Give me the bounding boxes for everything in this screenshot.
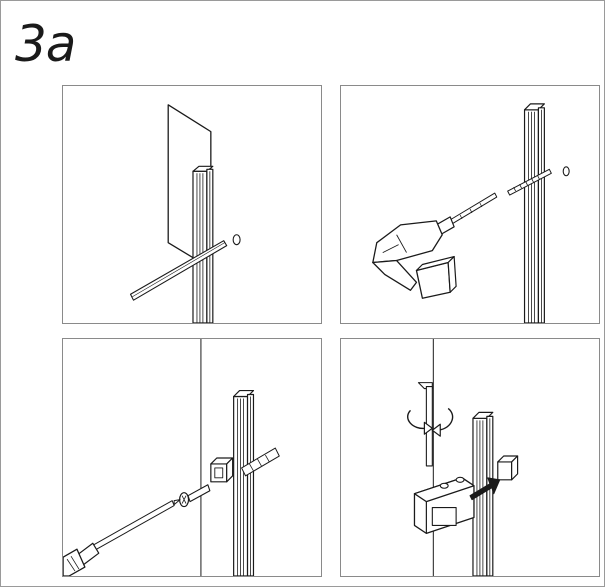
bracket [497, 455, 519, 481]
screw [179, 484, 211, 508]
bracket [210, 457, 234, 483]
panel-screw-bracket [62, 338, 322, 577]
step-number-label: 3a [15, 15, 76, 73]
panel-mark-hole [62, 85, 322, 324]
drill-hole-illustration [372, 103, 570, 323]
panel-fix-clamp [340, 338, 600, 577]
drill [372, 192, 498, 299]
wall-profile [523, 103, 545, 323]
wall-profile [233, 389, 255, 576]
clamp-block [413, 476, 475, 535]
mark-hole-illustration [129, 104, 241, 323]
screwdriver [63, 499, 181, 576]
marking-pencil [129, 240, 228, 301]
rotation-arrows [407, 407, 454, 437]
screw-bracket-illustration [63, 339, 280, 576]
wall-profile [192, 165, 214, 323]
wall-plug [507, 168, 552, 196]
direction-arrow [469, 477, 501, 501]
drill-hole [562, 166, 570, 177]
hole-mark [232, 234, 241, 246]
wall-plug [241, 447, 280, 477]
wall-profile [472, 411, 494, 576]
panel-drill-hole [340, 85, 600, 324]
fix-clamp-illustration [407, 339, 519, 576]
